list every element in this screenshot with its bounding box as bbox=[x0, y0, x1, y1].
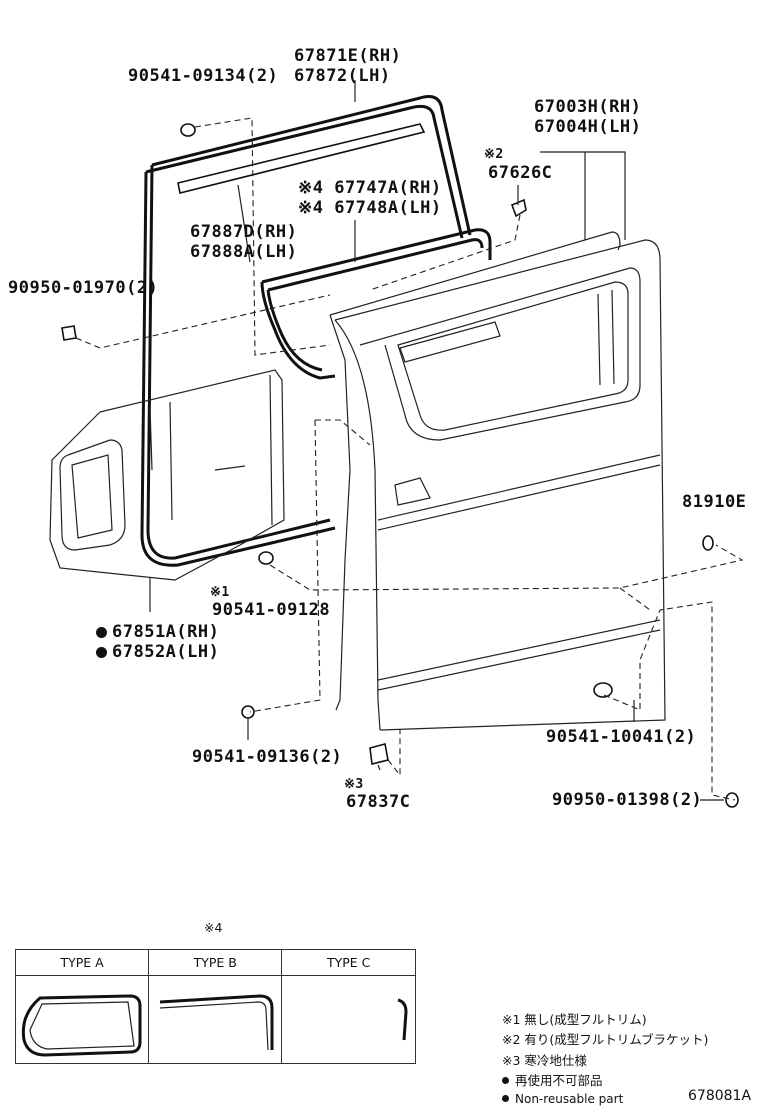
belt-molding bbox=[177, 123, 426, 194]
label-67888A: 67888A(LH) bbox=[190, 242, 298, 262]
clip-90541-09128 bbox=[258, 551, 274, 565]
note-5: Non-reusable part bbox=[502, 1091, 623, 1107]
label-67871E: 67871E(RH) bbox=[294, 46, 402, 66]
type-a-header: TYPE A bbox=[14, 949, 150, 976]
diagram-id: 678081A bbox=[688, 1088, 752, 1104]
clip-90541-10041 bbox=[593, 682, 613, 698]
label-67626C: 67626C bbox=[488, 163, 553, 183]
bracket-67626C bbox=[510, 198, 527, 218]
type-a-cell bbox=[14, 975, 150, 1064]
nut-90950-01398 bbox=[725, 792, 739, 808]
type-c-cell bbox=[281, 975, 416, 1064]
label-67626C-mark: ※2 bbox=[484, 147, 504, 162]
label-67872: 67872(LH) bbox=[294, 66, 391, 86]
type-b-header: TYPE B bbox=[148, 949, 283, 976]
label-90541-09136: 90541-09136(2) bbox=[192, 747, 343, 767]
label-67837C: 67837C bbox=[346, 792, 411, 812]
label-67851A: 67851A(RH) bbox=[96, 622, 219, 642]
label-90541-09134: 90541-09134(2) bbox=[128, 66, 279, 86]
label-67887D: 67887D(RH) bbox=[190, 222, 298, 242]
label-90541-09128: 90541-09128 bbox=[212, 600, 331, 620]
types-mark: ※4 bbox=[204, 920, 223, 935]
cap-81910E bbox=[702, 535, 714, 551]
label-67852A: 67852A(LH) bbox=[96, 642, 219, 662]
label-90541-10041: 90541-10041(2) bbox=[546, 727, 697, 747]
type-b-cell bbox=[148, 975, 283, 1064]
clip-90541-09134 bbox=[180, 123, 196, 137]
window-frame-seal bbox=[260, 228, 492, 380]
note-3: ※3 寒冷地仕様 bbox=[502, 1053, 587, 1068]
door-weatherstrip bbox=[140, 95, 472, 567]
door-trim-panel bbox=[49, 369, 285, 581]
note-1: ※1 無し(成型フルトリム) bbox=[502, 1012, 647, 1027]
label-90950-01970: 90950-01970(2) bbox=[8, 278, 159, 298]
label-81910E: 81910E bbox=[682, 492, 747, 512]
label-67748A: ※4 67748A(LH) bbox=[298, 198, 442, 218]
door-panel bbox=[329, 231, 666, 731]
note-4: 再使用不可部品 bbox=[502, 1073, 603, 1089]
seal-types-table: TYPE A TYPE B TYPE C bbox=[14, 949, 416, 1064]
clip-90541-09136 bbox=[241, 705, 255, 719]
label-67837C-mark: ※3 bbox=[344, 777, 364, 792]
clip-67837C bbox=[369, 743, 389, 765]
label-67747A: ※4 67747A(RH) bbox=[298, 178, 442, 198]
label-67003H: 67003H(RH) bbox=[534, 97, 642, 117]
bolt-90950-01970 bbox=[61, 325, 77, 341]
note-2: ※2 有り(成型フルトリムブラケット) bbox=[502, 1032, 709, 1047]
label-90950-01398: 90950-01398(2) bbox=[552, 790, 703, 810]
label-90541-09128-mark: ※1 bbox=[210, 585, 230, 600]
type-c-header: TYPE C bbox=[281, 949, 416, 976]
label-67004H: 67004H(LH) bbox=[534, 117, 642, 137]
